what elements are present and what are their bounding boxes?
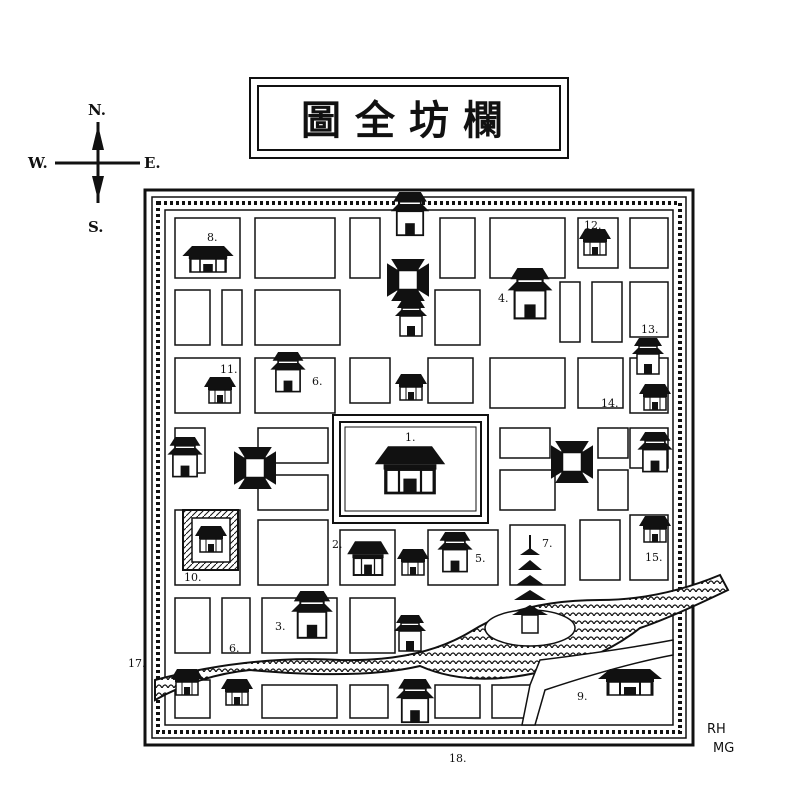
title-plaque: 圖全坊欄 [249,77,569,159]
temple-icon [394,299,428,337]
label-9: 9. [577,690,588,703]
temple-icon [394,373,428,401]
label-1: 1. [405,431,416,444]
temple-icon [631,337,665,375]
label-6-south: 6. [229,642,240,655]
temple-icon [220,678,254,706]
label-3: 3. [275,620,286,633]
temple-icon [436,531,474,573]
compass-west-label: W. [27,154,48,172]
label-5: 5. [475,552,486,565]
label-7: 7. [542,537,553,550]
temple-icon [269,351,307,393]
label-2: 2. [332,538,343,551]
north-gate-icon [389,191,431,237]
temple-icon [638,515,672,543]
temple-icon [596,667,664,697]
temple-icon [290,590,334,639]
compass: N. S. E. W. [27,101,161,236]
east-gate-icon [636,431,674,473]
artist-signature-2: MG [713,741,734,756]
temple-icon [346,540,390,576]
compass-south-label: S. [88,218,104,236]
pagoda-icon [512,535,548,634]
label-8: 8. [207,231,218,244]
west-gate-icon [166,436,204,478]
label-11: 11. [220,363,238,376]
temple-icon [506,266,554,320]
label-6: 6. [312,375,323,388]
temple-icon [396,548,430,576]
label-18: 18. [449,752,467,765]
label-14: 14. [601,397,619,410]
label-13: 13. [641,323,659,336]
temple-icon [181,244,235,274]
temple-icon [203,376,237,404]
label-10: 10. [184,571,202,584]
temple-icon [170,668,204,696]
label-4: 4. [498,292,509,305]
temple-icon [638,383,672,411]
compass-east-label: E. [144,154,161,172]
label-12: 12. [584,219,602,232]
temple-icon [393,614,427,652]
temple-icon [578,228,612,256]
label-17: 17. [128,657,146,670]
map-title: 圖全坊欄 [301,97,517,144]
artist-signature: RH [707,722,726,737]
walled-compound-icon [182,509,239,571]
compass-north-label: N. [88,101,106,119]
label-15: 15. [645,551,663,564]
palace-enclosure [332,414,489,524]
south-gate-icon [394,678,436,724]
